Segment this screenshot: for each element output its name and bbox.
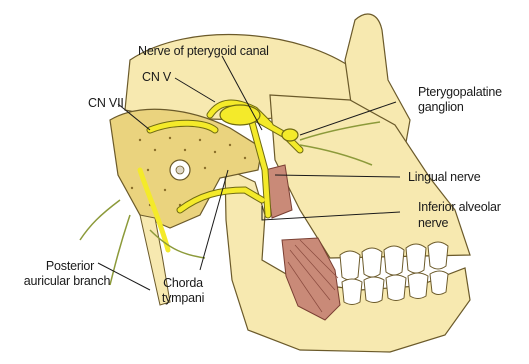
label-pterygopalatine: Pterygopalatine bbox=[418, 85, 502, 99]
label-cn-v: CN V bbox=[142, 70, 171, 84]
label-ganglion: ganglion bbox=[418, 100, 464, 114]
label-chorda: Chorda bbox=[148, 276, 218, 290]
label-inferior-alveolar: Inferior alveolar bbox=[418, 200, 501, 214]
label-auricular-branch: auricular branch bbox=[12, 274, 122, 288]
label-nerve-of-pterygoid-canal: Nerve of pterygoid canal bbox=[138, 44, 269, 58]
pterygopalatine-ganglion bbox=[282, 129, 298, 141]
label-inferior-alveolar-nerve: nerve bbox=[418, 216, 448, 230]
label-cn-vii: CN VII bbox=[88, 96, 124, 110]
label-tympani: tympani bbox=[148, 291, 218, 305]
label-posterior: Posterior bbox=[20, 259, 120, 273]
label-lingual-nerve: Lingual nerve bbox=[408, 170, 480, 184]
